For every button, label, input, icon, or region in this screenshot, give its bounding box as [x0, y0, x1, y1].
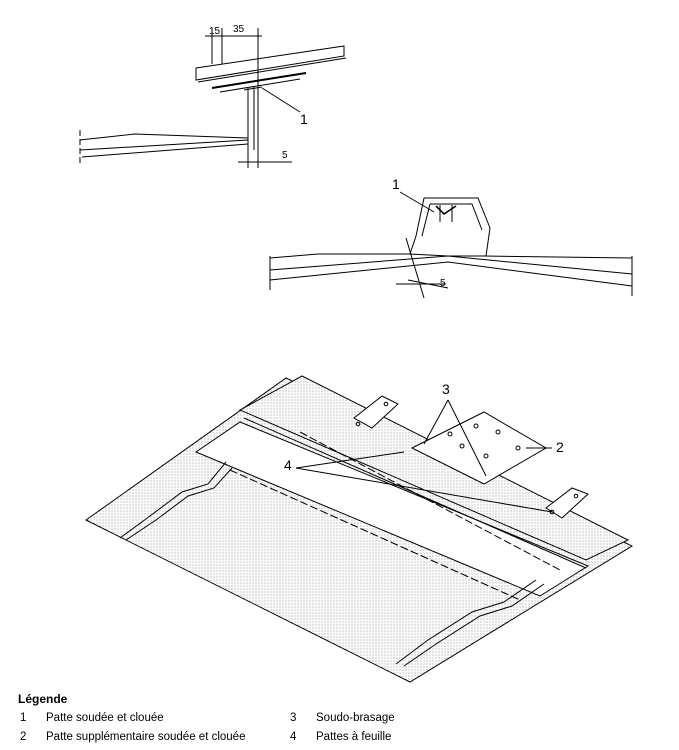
dim-5-side: 5	[282, 150, 288, 161]
legend-number: 2	[20, 731, 27, 743]
legend-text: Pattes à feuille	[316, 731, 392, 743]
callout-4: 4	[284, 457, 292, 473]
dim-35: 35	[233, 24, 245, 35]
legend-number: 1	[20, 712, 27, 724]
isometric-roof-view	[85, 375, 634, 683]
legend-title: Légende	[18, 692, 68, 706]
callout-2: 2	[556, 439, 564, 455]
callout-1-ridge: 1	[392, 176, 400, 192]
detail-section-side	[79, 28, 347, 168]
detail-section-ridge	[269, 191, 633, 299]
dim-15: 15	[209, 26, 221, 37]
callout-3: 3	[442, 381, 450, 397]
legend-text: Soudo-brasage	[316, 712, 395, 724]
legend-row: 1 Patte soudée et clouée 3 Soudo-brasage	[18, 712, 658, 731]
callout-1-side: 1	[300, 111, 308, 127]
dim-5-ridge: 5	[440, 278, 446, 289]
legend-text: Patte soudée et clouée	[46, 712, 164, 724]
legend: Légende 1 Patte soudée et clouée 3 Soudo…	[18, 692, 658, 750]
legend-text: Patte supplémentaire soudée et clouée	[46, 731, 246, 743]
technical-drawing: 15 35 5 1 1 5	[79, 24, 634, 683]
legend-row: 2 Patte supplémentaire soudée et clouée …	[18, 731, 658, 750]
legend-number: 3	[290, 712, 297, 724]
legend-number: 4	[290, 731, 297, 743]
